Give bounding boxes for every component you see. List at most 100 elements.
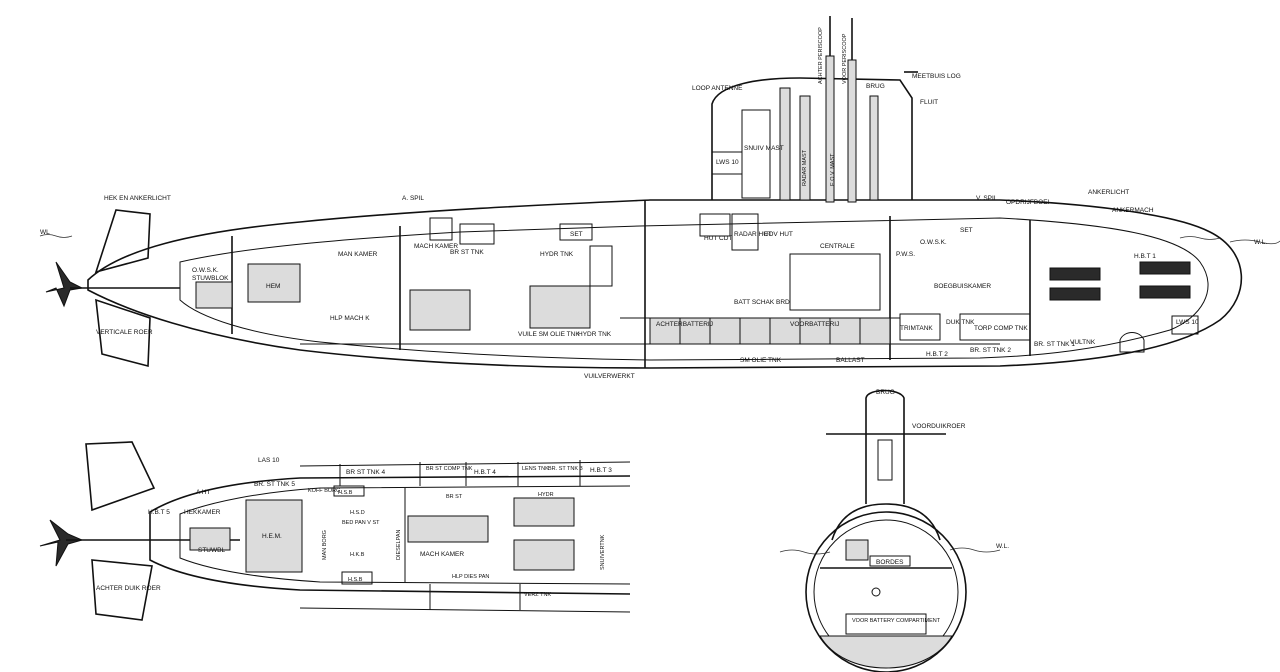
label-bed-pan-v-st: BED PAN V ST — [342, 520, 380, 526]
side-hem-motor — [247, 263, 301, 303]
label-snuivertnk: SNUIVERTNK — [600, 534, 606, 570]
section-sail-trunk — [877, 439, 893, 481]
section-battery — [819, 635, 953, 669]
label-hsd: H.S.D — [350, 510, 365, 516]
label-hlp-dies-pan: HLP DIES PAN — [452, 574, 489, 580]
side-aux-tank-b — [459, 223, 495, 245]
plan-hem — [245, 499, 303, 573]
side-lws-box — [711, 151, 743, 175]
plan-diesel-a — [407, 515, 489, 543]
section-battery-label-box — [845, 613, 927, 635]
plan-stuwbl — [189, 527, 231, 551]
label-hek-ankerlicht: HEK EN ANKERLICHT — [104, 195, 171, 202]
label-br-st-tnk: BR ST TNK — [450, 249, 484, 256]
plan-labels: LAS 10 A HT BR. ST TNK 5 BR ST TNK 4 BR … — [96, 457, 612, 598]
label-ankermach: ANKERMACH — [1112, 207, 1154, 214]
label-owsk-fwd: O.W.S.K. — [920, 239, 947, 246]
label-koff-borg: KOFF BORG — [308, 488, 340, 494]
label-meetbuis-log: MEETBUIS LOG — [912, 73, 961, 80]
label-sm-olie-tnk: SM OLIE TNK — [740, 357, 782, 364]
side-diesel-1 — [409, 289, 471, 331]
label-lws-10-sail: LWS 10 — [716, 159, 739, 166]
label-br-st-tnk-5: BR. ST TNK 5 — [254, 481, 295, 488]
label-voor-battery-compartiment: VOOR BATTERY COMPARTIMENT — [852, 618, 941, 624]
label-hbt-3: H.B.T 3 — [590, 467, 612, 474]
label-stuwbl: STUWBL — [198, 547, 225, 554]
side-snuiv-mast-housing — [741, 109, 771, 199]
label-br-st-tnk-4: BR ST TNK 4 — [346, 469, 386, 476]
label-hbt-5: H.B.T 5 — [148, 509, 170, 516]
side-lws-fwd — [1171, 315, 1199, 335]
section-sail — [865, 389, 905, 504]
label-voorbatterij: VOORBATTERIJ — [790, 321, 839, 328]
label-bordes: BORDES — [876, 559, 904, 566]
label-centrale: CENTRALE — [820, 243, 855, 250]
section-casing — [831, 503, 941, 541]
side-propeller — [45, 261, 84, 308]
label-hekkamer: HEKKAMER — [184, 509, 221, 516]
side-torpedo-tubes — [1049, 261, 1191, 301]
side-hydr-tank — [589, 245, 613, 287]
label-vultnk: VULTNK — [1070, 339, 1096, 346]
label-br-st-plan: BR ST — [446, 494, 463, 500]
label-br-st-tnk-3: BR. ST TNK 3 — [548, 466, 583, 472]
side-waterline — [39, 234, 1280, 245]
plan-lower-fin — [91, 559, 153, 621]
label-hbt-2: H.B.T 2 — [926, 351, 948, 358]
label-hsb-top: H.S.B — [338, 490, 353, 496]
label-voorduikroer: VOORDUIKROER — [912, 423, 966, 430]
label-batt-schak-brd: BATT SCHAK BRD — [734, 299, 790, 306]
label-br-st-comp-tnk: BR ST COMP TNK — [426, 466, 473, 472]
label-opdrijfboei: OPDRIJFBOEI — [1006, 199, 1050, 206]
plan-upper-fin — [85, 441, 156, 512]
side-diesel-2 — [529, 285, 591, 329]
label-snuiv-mast: SNUIV MAST — [744, 145, 784, 152]
label-owsk-aft: O.W.S.K. — [192, 267, 219, 274]
label-eov-hut: EOV HUT — [764, 231, 793, 238]
section-pressure-hull — [805, 511, 967, 672]
label-hbt-1: H.B.T 1 — [1134, 253, 1156, 260]
label-hsb-bottom: H.S.B — [348, 577, 363, 583]
side-stuwblok — [195, 281, 233, 309]
label-achter-periscoop: ACHTER PERISCOOP — [818, 27, 824, 84]
side-pressure-hull — [179, 217, 1209, 361]
label-vuilverwerkt: VUILVERWERKT — [584, 373, 635, 380]
label-ballast: BALLAST — [836, 357, 865, 364]
label-verticale-roer: VERTICALE ROER — [96, 329, 153, 336]
side-hut-cdt — [699, 213, 731, 237]
plan-hull — [149, 475, 631, 595]
label-set-fwd: SET — [960, 227, 973, 234]
label-wl-section: W.L. — [996, 543, 1009, 550]
section-labels: BRUG VOORDUIKROER W.L. BORDES VOOR BATTE… — [852, 389, 1009, 624]
label-wl-fwd: W.L. — [1254, 239, 1267, 246]
side-lower-rudder — [95, 298, 151, 368]
label-hkb: H.K.B — [350, 552, 365, 558]
label-v-spil: V. SPIL — [976, 195, 998, 202]
label-vuile-sm-olie-tnk: VUILE SM OLIE TNK — [518, 331, 580, 338]
side-view: HEK EN ANKERLICHT WL A. SPIL MAN KAMER O… — [39, 16, 1280, 380]
label-hbt-4: H.B.T 4 — [474, 469, 496, 476]
label-brug-side: BRUG — [866, 83, 885, 90]
label-brug-section: BRUG — [876, 389, 895, 396]
label-hlp-mach-k: HLP MACH K — [330, 315, 370, 322]
plan-view: LAS 10 A HT BR. ST TNK 5 BR ST TNK 4 BR … — [39, 441, 631, 621]
label-hem: HEM — [266, 283, 280, 290]
label-ankerlicht: ANKERLICHT — [1088, 189, 1129, 196]
side-trimtank — [899, 313, 941, 341]
label-a-ht: A HT — [196, 489, 210, 496]
label-br-st-tnk-1: BR. ST TNK 1 — [1034, 341, 1075, 348]
plan-inner-hull — [179, 485, 631, 585]
label-fluit: FLUIT — [920, 99, 938, 106]
side-radar-hut — [731, 213, 759, 251]
label-hydr-tnk: HYDR TNK — [540, 251, 574, 258]
side-sail — [711, 77, 913, 200]
label-achterbatterij: ACHTERBATTERIJ — [656, 321, 713, 328]
section-bordes-box — [869, 555, 911, 567]
side-hull — [87, 199, 1243, 369]
section-view: BRUG VOORDUIKROER W.L. BORDES VOOR BATTE… — [779, 389, 1009, 672]
side-set-box — [559, 223, 593, 241]
plan-tank-divisions — [299, 460, 631, 613]
label-loop-antenne: LOOP ANTENNE — [692, 85, 743, 92]
label-las-10: LAS 10 — [258, 457, 280, 464]
